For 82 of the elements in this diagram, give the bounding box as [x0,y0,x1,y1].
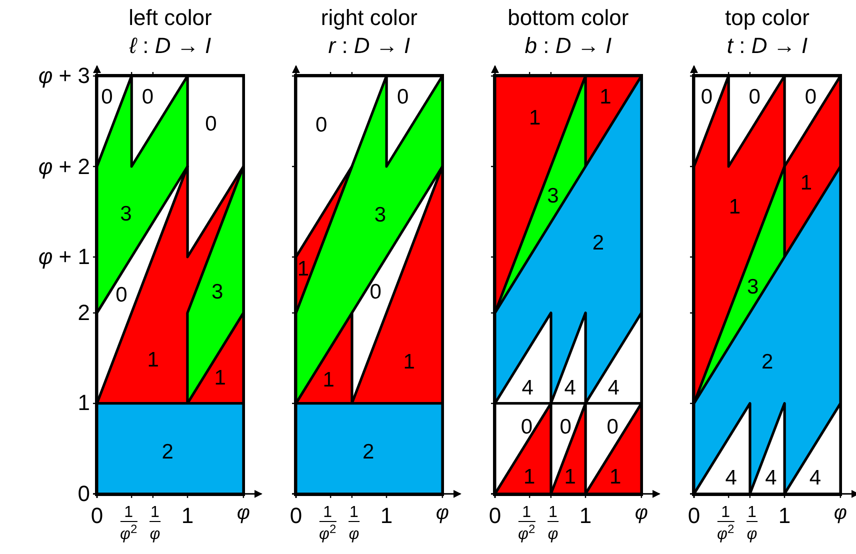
region-number: 2 [162,442,174,463]
axis-tick-label: 1 [78,392,90,414]
axis-tick-label: φ + 3 [38,65,90,87]
region-number: 0 [396,86,409,108]
fraction-numerator: 1 [521,504,532,521]
axis-tick-label: 0 [78,482,90,505]
region-number: 2 [761,351,774,372]
fraction-numerator: 1 [123,504,134,521]
fraction-denominator: φ [348,526,360,543]
region-number: 3 [120,204,132,225]
axis-tick-label: 2 [78,302,90,324]
axis-tick-label: 0 [290,504,302,527]
region-number: 1 [322,369,334,390]
region-number: 1 [528,108,541,129]
region-number: 0 [205,113,217,134]
panel-title: t : D → I [726,32,808,60]
region-number: 0 [748,86,760,108]
region-number: 0 [315,114,328,136]
region-number: 0 [142,86,154,108]
axis-tick-label: 1 [380,504,393,527]
region-number: 0 [116,284,128,306]
panel-title: bottom color [508,4,629,32]
axis-tick-label: 0 [90,504,104,527]
axis-tick-label: φ [436,502,449,523]
region-number: 2 [592,232,604,254]
fraction-numerator: 1 [348,504,360,521]
fraction-numerator: 1 [322,504,334,521]
axis-tick-label: 1 [181,504,194,527]
region-number: 1 [800,172,812,194]
region-number: 0 [606,416,618,438]
axis-tick-label: φ + 2 [38,156,90,178]
axis-tick-label: 1 [778,504,791,527]
region-number: 1 [728,196,741,218]
region-number: 0 [520,416,533,438]
region-number: 0 [560,416,572,438]
axis-tick-label: φ [834,502,847,523]
fraction-denominator: φ$^{2}$ [319,526,336,543]
region-number: 1 [214,368,226,389]
region-number: 4 [564,378,576,399]
axis-tick-label: 1 [579,504,592,527]
axis-tick-label: φ [236,502,250,523]
fraction-denominator: φ$^{2}$ [717,526,734,543]
axis-tick-label: φ [634,502,648,523]
region-number: 1 [403,351,415,372]
region-number: 0 [700,86,712,108]
region-number: 1 [297,258,310,280]
fraction-denominator: φ$^{2}$ [120,526,138,543]
panel-title: ℓ : D → I [129,32,212,60]
panel-title: b : D → I [524,32,612,60]
region-number: 4 [725,467,737,488]
region-number: 3 [547,186,559,207]
region-number: 1 [610,466,622,488]
region-number: 0 [101,86,113,108]
fraction-numerator: 1 [746,504,758,521]
region-number: 1 [600,86,612,108]
region-number: 0 [804,86,817,108]
fraction-denominator: φ [746,526,758,543]
axis-tick-label: 0 [488,504,502,527]
region-number: 1 [524,466,536,488]
region-number: 0 [370,282,382,303]
fraction-numerator: 1 [547,504,558,521]
region-number: 1 [147,349,159,370]
fraction-denominator: φ [150,526,160,543]
fraction-numerator: 1 [720,504,732,521]
panel-title: r : D → I [328,32,410,60]
fraction-denominator: φ$^{2}$ [518,526,536,543]
region-number: 1 [564,466,576,488]
fraction-denominator: φ [548,526,558,543]
region-number: 3 [746,276,759,298]
panel-title: top color [725,4,810,32]
region-number: 2 [362,442,374,463]
panel-title: left color [128,4,212,32]
region-number: 4 [765,467,777,488]
panel-title: right color [320,4,418,32]
region-number: 3 [374,204,386,226]
region-number: 4 [608,378,620,399]
axis-tick-label: 0 [688,504,700,527]
fraction-numerator: 1 [149,504,160,521]
region-number: 3 [212,282,224,303]
region-number: 4 [809,467,822,488]
axis-tick-label: φ + 1 [38,246,90,268]
region-number: 4 [522,378,534,399]
